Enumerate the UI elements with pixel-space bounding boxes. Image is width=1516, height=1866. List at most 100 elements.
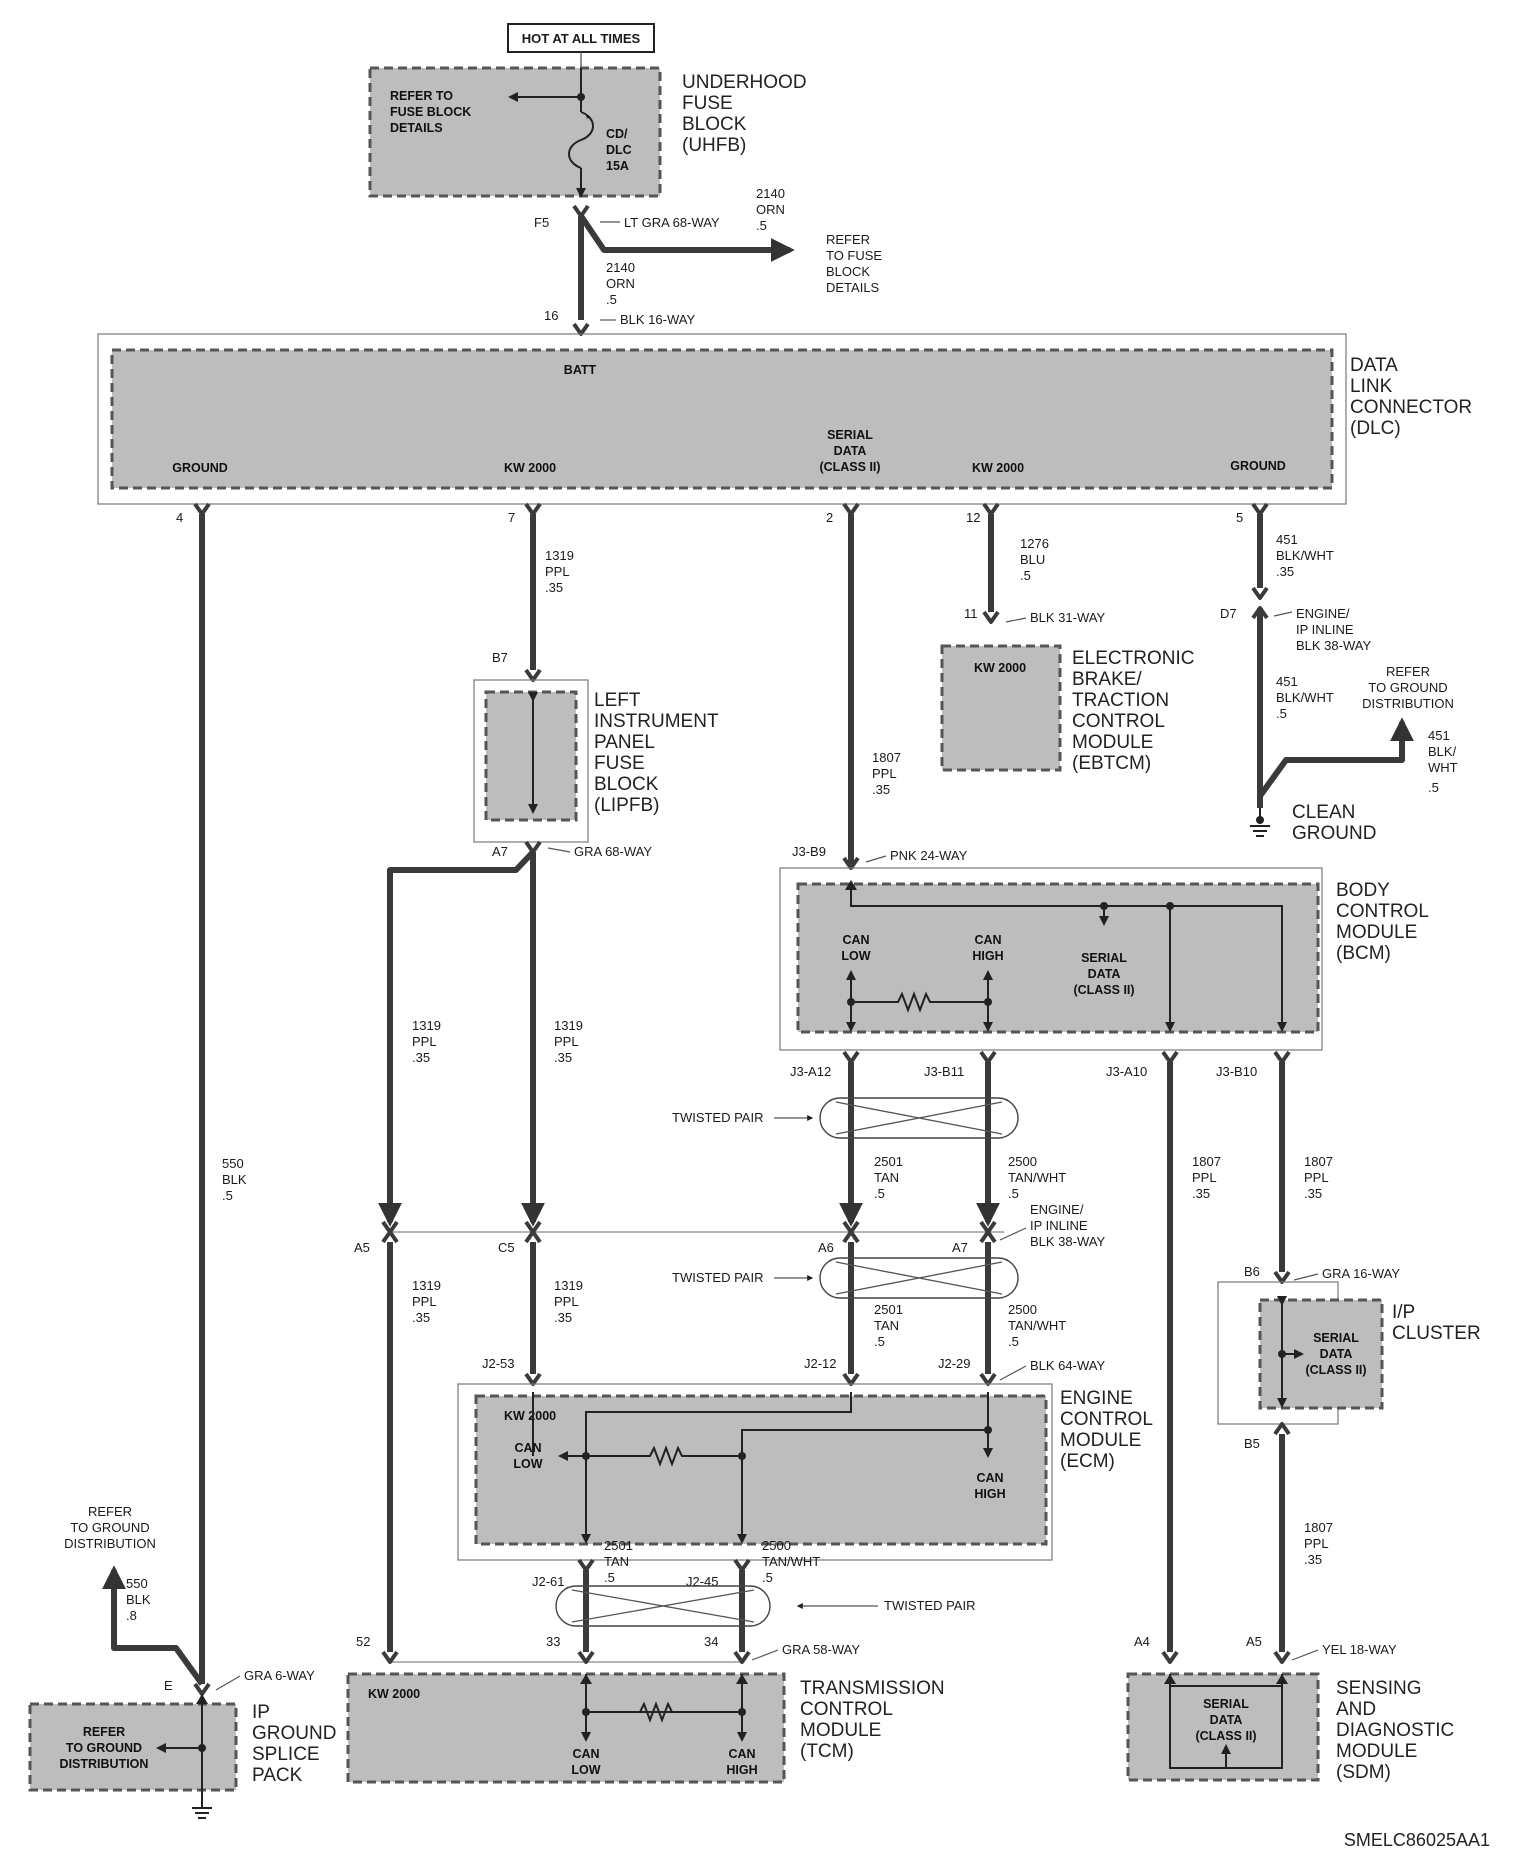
svg-text:BLK 38-WAY: BLK 38-WAY — [1296, 638, 1371, 653]
svg-text:BRAKE/: BRAKE/ — [1072, 669, 1142, 690]
svg-text:ENGINE/: ENGINE/ — [1030, 1202, 1084, 1217]
inline-connector-name: ENGINE/ IP INLINE BLK 38-WAY — [1030, 1202, 1105, 1249]
refer-fuse-right: REFER TO FUSE BLOCK DETAILS — [826, 232, 882, 295]
svg-text:BLOCK: BLOCK — [682, 114, 747, 135]
svg-text:.35: .35 — [412, 1310, 430, 1325]
svg-text:SENSING: SENSING — [1336, 1678, 1422, 1699]
svg-text:(SDM): (SDM) — [1336, 1762, 1391, 1783]
svg-text:.5: .5 — [604, 1570, 615, 1585]
svg-text:BLOCK: BLOCK — [594, 774, 659, 795]
dlc-kw2000-left: KW 2000 — [504, 461, 556, 475]
svg-text:1807: 1807 — [1304, 1154, 1333, 1169]
svg-text:DISTRIBUTION: DISTRIBUTION — [1362, 696, 1454, 711]
svg-text:.35: .35 — [872, 782, 890, 797]
f5-connector-name: LT GRA 68-WAY — [624, 215, 720, 230]
ecm-pin-j2-53: J2-53 — [482, 1356, 515, 1371]
dlc-ground-right: GROUND — [1230, 459, 1286, 473]
dlc-pin-12: 12 — [966, 510, 980, 525]
uhfb-title: UNDERHOOD FUSE BLOCK (UHFB) — [682, 72, 807, 156]
svg-text:(CLASS II): (CLASS II) — [819, 460, 880, 474]
svg-text:1319: 1319 — [545, 548, 574, 563]
svg-text:TAN/WHT: TAN/WHT — [1008, 1170, 1066, 1185]
dlc-pin-2: 2 — [826, 510, 833, 525]
wire-2140-to-fuse-block — [578, 214, 795, 262]
uhfb-refer-text: REFER TO FUSE BLOCK DETAILS — [390, 89, 471, 135]
svg-text:ELECTRONIC: ELECTRONIC — [1072, 648, 1194, 669]
inline-pin-a5: A5 — [354, 1240, 370, 1255]
ecm-pin-j2-45: J2-45 — [686, 1574, 719, 1589]
wire-1807-d-label: 1807 PPL .35 — [1304, 1520, 1333, 1567]
svg-text:.35: .35 — [1276, 564, 1294, 579]
svg-text:SERIAL: SERIAL — [1203, 1697, 1249, 1711]
svg-text:TO GROUND: TO GROUND — [66, 1741, 142, 1755]
wire-451-c-label: 451 BLK/ WHT .5 — [1428, 728, 1458, 795]
svg-text:LINK: LINK — [1350, 376, 1393, 397]
svg-text:CLEAN: CLEAN — [1292, 802, 1355, 823]
svg-text:BLK/: BLK/ — [1428, 744, 1457, 759]
tcm-title: TRANSMISSION CONTROL MODULE (TCM) — [800, 1678, 945, 1762]
ecm-kw2000: KW 2000 — [504, 1409, 556, 1423]
lipfb-pin-b7: B7 — [492, 650, 508, 665]
wire-550-a-label: 550 BLK .5 — [222, 1156, 247, 1203]
svg-text:DLC: DLC — [606, 143, 632, 157]
svg-text:.35: .35 — [545, 580, 563, 595]
tcm-can-low: CAN LOW — [571, 1747, 600, 1777]
svg-text:BLK/WHT: BLK/WHT — [1276, 690, 1334, 705]
svg-text:PPL: PPL — [872, 766, 897, 781]
svg-text:2500: 2500 — [762, 1538, 791, 1553]
wire-451-b-label: 451 BLK/WHT .5 — [1276, 674, 1334, 721]
ipc-connector-name: GRA 16-WAY — [1322, 1266, 1400, 1281]
svg-text:PPL: PPL — [1304, 1536, 1329, 1551]
twisted-pair-1-label: TWISTED PAIR — [672, 1110, 763, 1125]
inline-pin-c5: C5 — [498, 1240, 515, 1255]
svg-text:REFER TO: REFER TO — [390, 89, 453, 103]
ipgsp-refer-text: REFER TO GROUND DISTRIBUTION — [60, 1725, 149, 1771]
svg-text:2501: 2501 — [604, 1538, 633, 1553]
svg-text:UNDERHOOD: UNDERHOOD — [682, 72, 807, 93]
svg-text:LOW: LOW — [841, 949, 870, 963]
svg-text:1807: 1807 — [1304, 1520, 1333, 1535]
svg-text:CONTROL: CONTROL — [1072, 711, 1165, 732]
svg-text:TAN/WHT: TAN/WHT — [1008, 1318, 1066, 1333]
wire-1319-r-label: 1319 PPL .35 — [554, 1018, 583, 1065]
svg-text:IP: IP — [252, 1702, 270, 1723]
svg-text:PACK: PACK — [252, 1765, 303, 1786]
inline-pin-a7: A7 — [952, 1240, 968, 1255]
svg-text:FUSE: FUSE — [682, 93, 733, 114]
dlc-connector-name: BLK 16-WAY — [620, 312, 695, 327]
ecm-pin-j2-29: J2-29 — [938, 1356, 971, 1371]
ecm-termination-resistor-icon — [586, 1445, 742, 1467]
svg-text:2140: 2140 — [606, 260, 635, 275]
ecm-module — [474, 1394, 1048, 1546]
refer-ground-left: REFER TO GROUND DISTRIBUTION — [64, 1504, 156, 1551]
wire-2140-a-label: 2140 ORN .5 — [756, 186, 785, 233]
svg-text:BODY: BODY — [1336, 880, 1390, 901]
tcm-termination-resistor-icon — [586, 1701, 742, 1723]
svg-text:ORN: ORN — [606, 276, 635, 291]
wire-550-b-label: 550 BLK .8 — [126, 1576, 151, 1623]
wire-1319-l-label: 1319 PPL .35 — [412, 1018, 441, 1065]
svg-text:(LIPFB): (LIPFB) — [594, 795, 659, 816]
wire-1319-l2-label: 1319 PPL .35 — [412, 1278, 441, 1325]
svg-text:.5: .5 — [756, 218, 767, 233]
svg-text:.35: .35 — [1192, 1186, 1210, 1201]
svg-text:MODULE: MODULE — [1072, 732, 1153, 753]
ecm-can-low: CAN LOW — [513, 1441, 542, 1471]
dlc-pin-16: 16 — [544, 308, 558, 323]
svg-text:.5: .5 — [1008, 1186, 1019, 1201]
ecm-connector-name: BLK 64-WAY — [1030, 1358, 1105, 1373]
twisted-pair-1-icon — [819, 1097, 1019, 1139]
dlc-module — [110, 348, 1334, 490]
svg-text:LOW: LOW — [513, 1457, 542, 1471]
svg-text:550: 550 — [126, 1576, 148, 1591]
svg-text:451: 451 — [1276, 674, 1298, 689]
svg-text:DATA: DATA — [1088, 967, 1121, 981]
ebtcm-module — [940, 644, 1062, 772]
fuse-icon — [568, 111, 594, 169]
svg-text:TRANSMISSION: TRANSMISSION — [800, 1678, 945, 1699]
svg-text:DIAGNOSTIC: DIAGNOSTIC — [1336, 1720, 1454, 1741]
svg-text:(CLASS II): (CLASS II) — [1073, 983, 1134, 997]
svg-text:1319: 1319 — [554, 1278, 583, 1293]
svg-text:.5: .5 — [874, 1186, 885, 1201]
svg-text:DATA: DATA — [1210, 1713, 1243, 1727]
